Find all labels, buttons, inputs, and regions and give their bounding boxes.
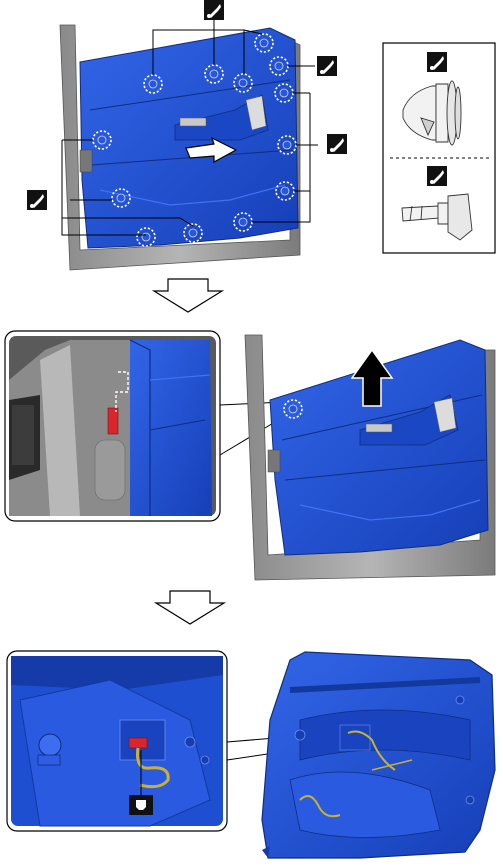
- tool-clip-icon: [204, 0, 224, 20]
- connector-red-marker: [128, 737, 148, 749]
- tool-clip-icon: [317, 56, 337, 76]
- push-clip-icon: [402, 80, 462, 146]
- step-1-door-panel: [27, 0, 347, 271]
- clip-type-legend: [382, 42, 496, 254]
- step-3-removed-panel: [261, 651, 496, 859]
- tool-clip-icon: [27, 190, 47, 210]
- tool-clip-icon: [427, 166, 447, 186]
- tool-clip-icon: [427, 52, 447, 72]
- tool-clip-icon: [327, 134, 347, 154]
- down-arrow-icon: [153, 590, 227, 625]
- step-2-door-panel: [244, 334, 496, 581]
- clip-red-marker: [107, 407, 119, 435]
- up-arrow-icon: [350, 348, 394, 407]
- step-2-detail-box: [4, 330, 221, 522]
- down-arrow-icon: [151, 278, 225, 313]
- fir-tree-clip-icon: [401, 193, 473, 241]
- step-3-detail-box: [6, 650, 228, 832]
